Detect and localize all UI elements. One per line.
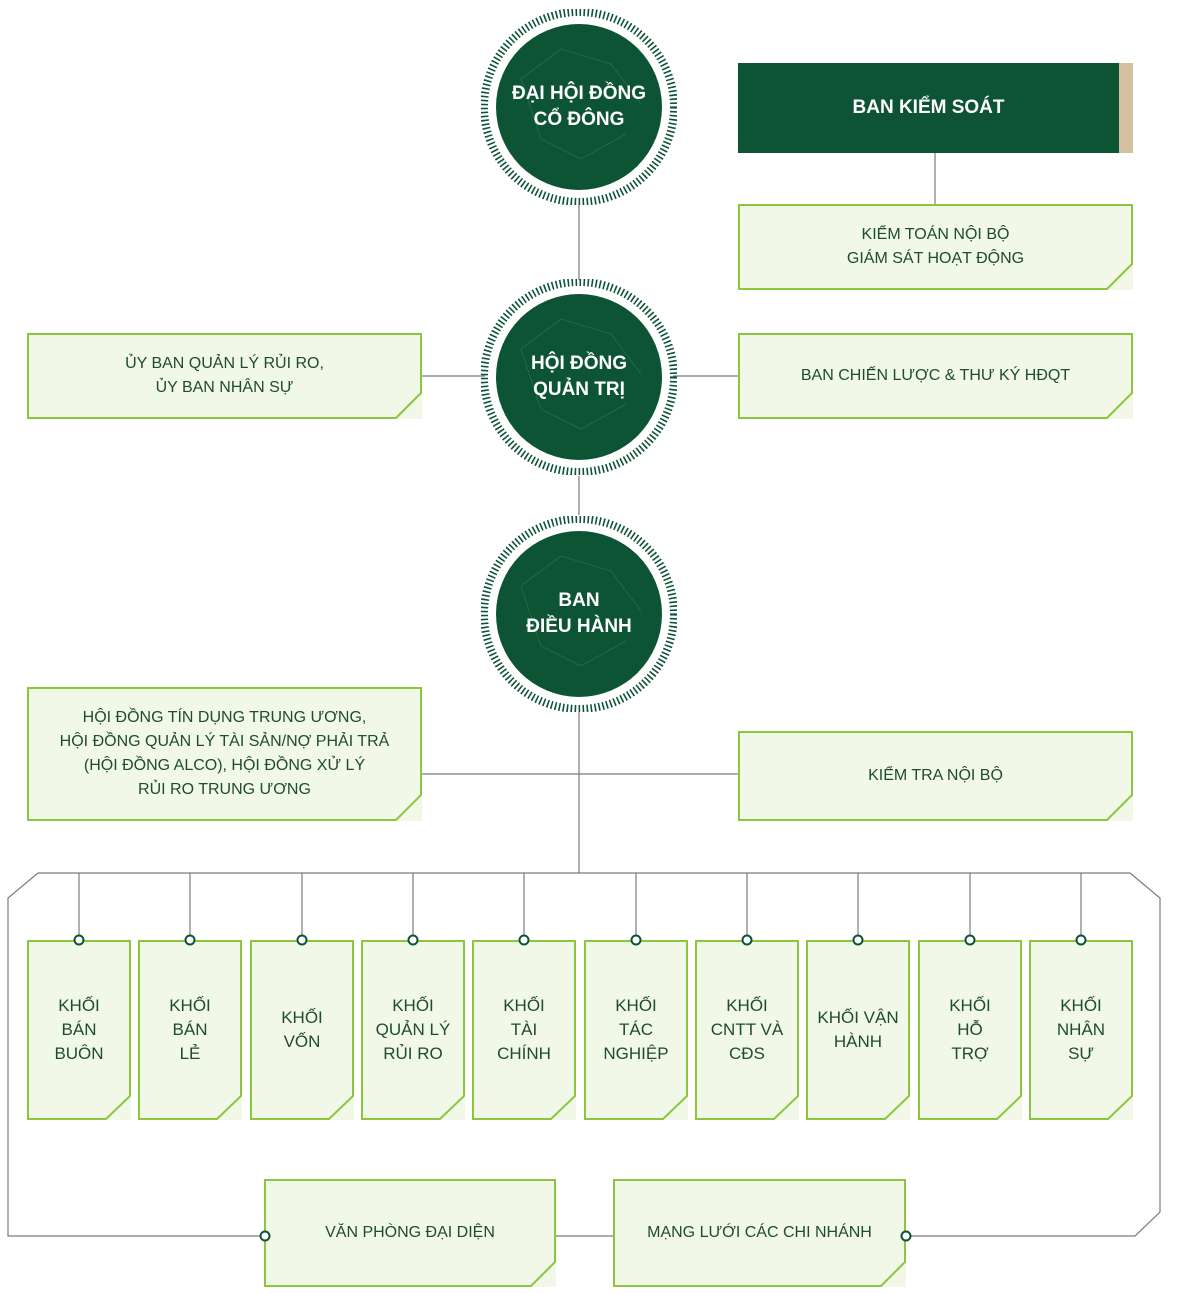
khoi-box: KHỐI BÁN LẺ (138, 940, 242, 1120)
khoi-box: KHỐI VỐN (250, 940, 354, 1120)
circle-hoi-dong-quan-tri: HỘI ĐỒNG QUẢN TRỊ (481, 279, 677, 475)
khoi-box: KHỐI QUẢN LÝ RỦI RO (361, 940, 465, 1120)
hoi-dong-tin-dung-label: HỘI ĐỒNG TÍN DỤNG TRUNG ƯƠNG, HỘI ĐỒNG Q… (59, 709, 390, 798)
van-phong-dai-dien-box: VĂN PHÒNG ĐẠI DIỆN (264, 1179, 556, 1287)
kiem-tra-noi-bo-box: KIỂM TRA NỘI BỘ (738, 731, 1133, 821)
khoi-label: KHỐI BÁN BUÔN (54, 996, 104, 1063)
circle-ban-dieu-hanh: BAN ĐIỀU HÀNH (481, 516, 677, 712)
kiem-toan-label: KIỂM TOÁN NỘI BỘ GIÁM SÁT HOẠT ĐỘNG (846, 226, 1025, 267)
khoi-label: KHỐI NHÂN SỰ (1056, 996, 1106, 1063)
ban-chien-luoc-box: BAN CHIẾN LƯỢC & THƯ KÝ HĐQT (738, 333, 1133, 419)
van-phong-dai-dien-label: VĂN PHÒNG ĐẠI DIỆN (325, 1224, 495, 1241)
khoi-label: KHỐI VỐN (281, 1008, 323, 1051)
khoi-label: KHỐI VẬN HÀNH (817, 1008, 899, 1051)
khoi-box: KHỐI TÁC NGHIỆP (584, 940, 688, 1120)
khoi-box: KHỐI CNTT VÀ CĐS (695, 940, 799, 1120)
uy-ban-box: ỦY BAN QUẢN LÝ RỦI RO, ỦY BAN NHÂN SỰ (27, 333, 422, 419)
circle-label: ĐẠI HỘI ĐỒNG CỔ ĐÔNG (511, 83, 647, 130)
khoi-box: KHỐI VẬN HÀNH (806, 940, 910, 1120)
khoi-box: KHỐI NHÂN SỰ (1029, 940, 1133, 1120)
circle-label: HỘI ĐỒNG QUẢN TRỊ (530, 353, 628, 400)
khoi-label: KHỐI HỖ TRỢ (949, 996, 991, 1063)
ban-kiem-soat-accent (1119, 63, 1133, 153)
khoi-label: KHỐI BÁN LẺ (169, 996, 211, 1063)
circle-dai-hoi-dong-co-dong: ĐẠI HỘI ĐỒNG CỔ ĐÔNG (481, 9, 677, 205)
uy-ban-label: ỦY BAN QUẢN LÝ RỦI RO, ỦY BAN NHÂN SỰ (125, 355, 324, 396)
khoi-label: KHỐI TÀI CHÍNH (497, 996, 551, 1063)
hoi-dong-tin-dung-box: HỘI ĐỒNG TÍN DỤNG TRUNG ƯƠNG, HỘI ĐỒNG Q… (27, 687, 422, 821)
khoi-label: KHỐI TÁC NGHIỆP (603, 996, 669, 1063)
khoi-box: KHỐI BÁN BUÔN (27, 940, 131, 1120)
circle-label: BAN ĐIỀU HÀNH (526, 590, 632, 637)
ban-chien-luoc-label: BAN CHIẾN LƯỢC & THƯ KÝ HĐQT (800, 367, 1071, 384)
khoi-box: KHỐI HỖ TRỢ (918, 940, 1022, 1120)
kiem-toan-box: KIỂM TOÁN NỘI BỘ GIÁM SÁT HOẠT ĐỘNG (738, 204, 1133, 290)
mang-luoi-chi-nhanh-box: MẠNG LƯỚI CÁC CHI NHÁNH (613, 1179, 906, 1287)
mang-luoi-chi-nhanh-label: MẠNG LƯỚI CÁC CHI NHÁNH (647, 1224, 872, 1241)
kiem-tra-noi-bo-label: KIỂM TRA NỘI BỘ (868, 767, 1003, 784)
ban-kiem-soat-box: BAN KIỂM SOÁT (738, 63, 1119, 153)
khoi-label: KHỐI QUẢN LÝ RỦI RO (375, 996, 451, 1063)
ban-kiem-soat-label: BAN KIỂM SOÁT (852, 97, 1005, 118)
khoi-box: KHỐI TÀI CHÍNH (472, 940, 576, 1120)
khoi-label: KHỐI CNTT VÀ CĐS (710, 996, 784, 1063)
